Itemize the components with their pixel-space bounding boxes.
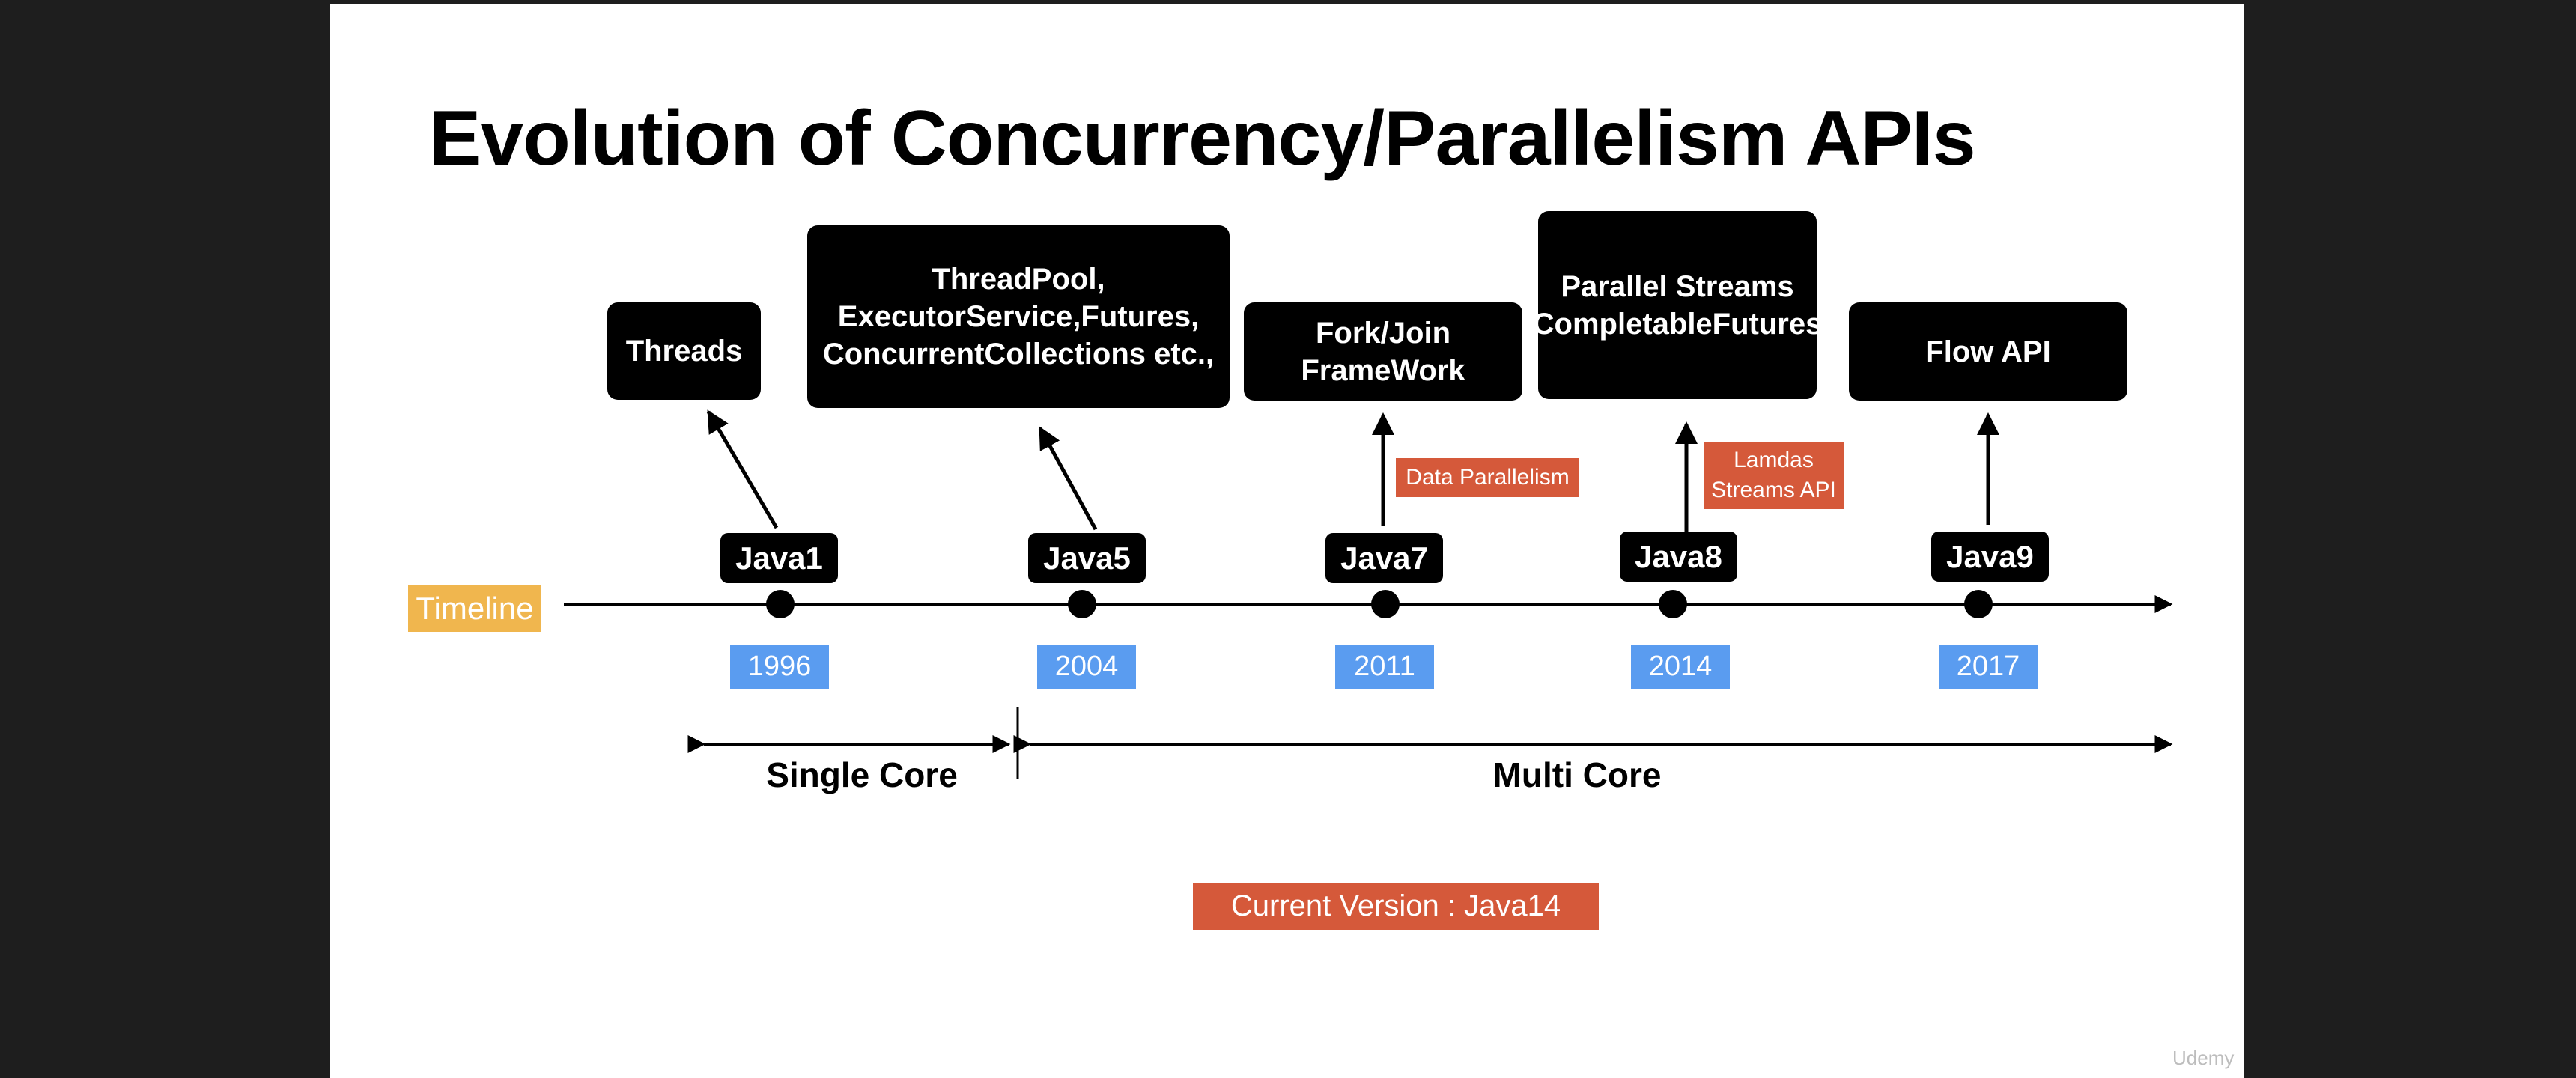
year-label-2011: 2011 [1335, 645, 1434, 689]
presentation-slide: Evolution of Concurrency/Parallelism API… [330, 4, 2244, 1078]
api-box-flow: Flow API [1849, 302, 2127, 401]
api-box-threadpool: ThreadPool, ExecutorService,Futures, Con… [807, 225, 1230, 408]
timeline-diagram [564, 409, 2173, 779]
era-label-multi-core: Multi Core [1492, 755, 1662, 794]
timeline-dot-java8 [1659, 590, 1687, 618]
timeline-label: Timeline [408, 585, 541, 632]
timeline-dot-java5 [1068, 590, 1096, 618]
year-label-2004: 2004 [1037, 645, 1136, 689]
version-label-java1: Java1 [720, 533, 838, 583]
arrow-java1-threads [706, 409, 779, 529]
timeline-dot-java9 [1964, 590, 1993, 618]
current-version-badge: Current Version : Java14 [1193, 883, 1599, 930]
udemy-watermark: Udemy [2172, 1047, 2235, 1069]
version-label-java7: Java7 [1325, 533, 1443, 583]
version-label-java9: Java9 [1931, 532, 2049, 582]
year-label-2014: 2014 [1631, 645, 1730, 689]
note-lamdas-streams: Lamdas Streams API [1704, 442, 1844, 509]
version-label-java8: Java8 [1620, 532, 1737, 582]
era-label-single-core: Single Core [766, 755, 958, 794]
api-box-forkjoin: Fork/Join FrameWork [1244, 302, 1522, 401]
api-box-parallel-streams: Parallel Streams CompletableFutures [1533, 211, 1822, 399]
api-box-threads: Threads [607, 302, 761, 400]
version-label-java5: Java5 [1028, 533, 1146, 583]
year-label-2017: 2017 [1939, 645, 2038, 689]
slide-title: Evolution of Concurrency/Parallelism API… [429, 95, 1976, 182]
note-data-parallelism: Data Parallelism [1396, 458, 1579, 497]
year-label-1996: 1996 [730, 645, 829, 689]
timeline-dot-java7 [1371, 590, 1400, 618]
arrow-java5-threadpool [1038, 426, 1098, 531]
timeline-dot-java1 [766, 590, 795, 618]
